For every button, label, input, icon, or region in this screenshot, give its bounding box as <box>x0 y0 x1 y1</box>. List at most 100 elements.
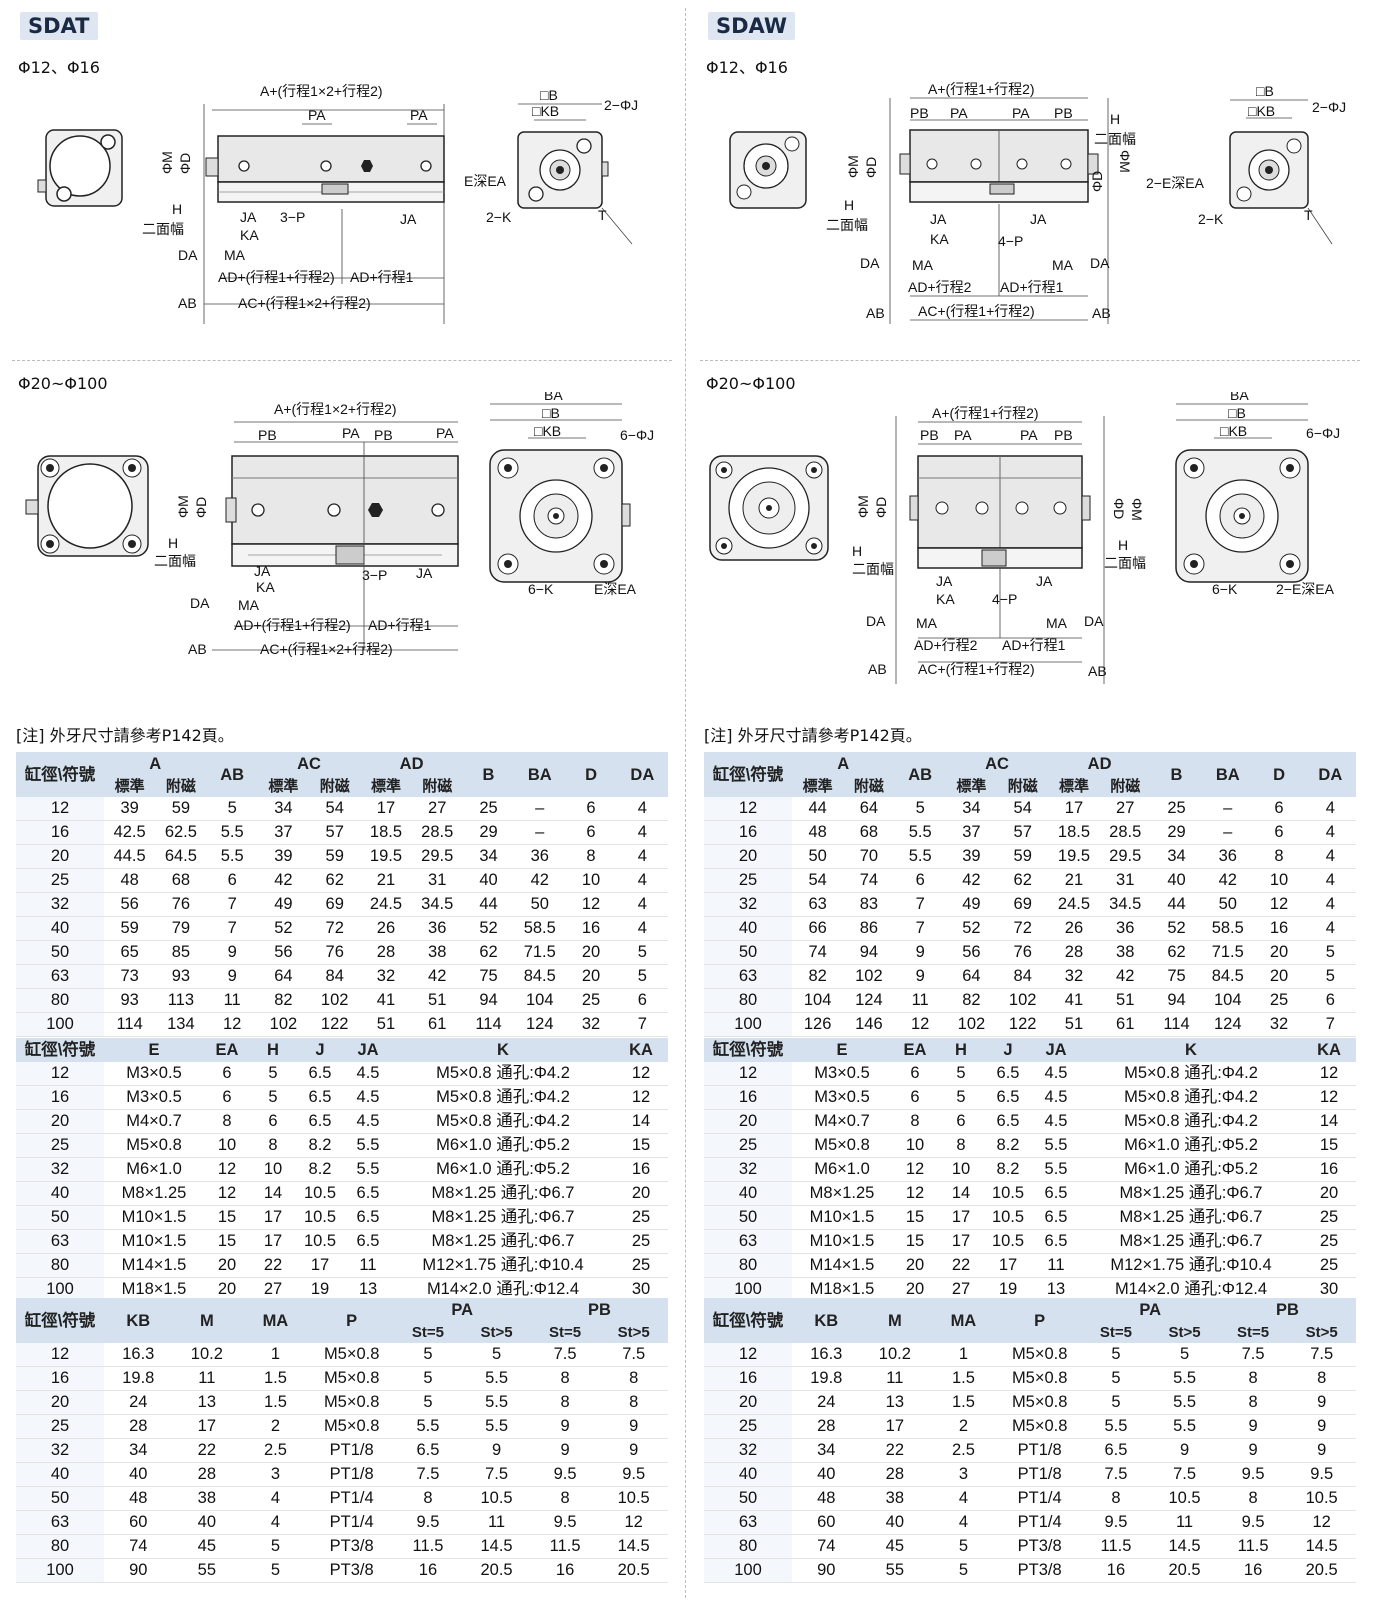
dimension-table-3: 缸徑\符號 KB M MA P PA PB St=5 St>5 St=5 St>… <box>704 1298 1356 1583</box>
value-cell: 12 <box>204 1157 250 1182</box>
value-cell: 52 <box>945 916 998 941</box>
value-cell: 5 <box>1304 940 1356 965</box>
header-d: D <box>1253 752 1305 797</box>
dim-p: 3−P <box>362 567 387 583</box>
value-cell: 29 <box>1150 820 1203 845</box>
value-cell: 1.5 <box>929 1390 998 1415</box>
value-cell: 4 <box>241 1486 310 1511</box>
value-cell: 15 <box>614 1133 668 1158</box>
value-cell: 5 <box>393 1366 463 1391</box>
value-cell: PT1/8 <box>309 1462 394 1487</box>
value-cell: M5×0.8 通孔:Φ4.2 <box>1080 1109 1302 1134</box>
header-ad: AD <box>360 752 463 776</box>
value-cell: 6.5 <box>984 1109 1032 1134</box>
value-cell: 40 <box>462 868 515 893</box>
value-cell: M6×1.0 通孔:Φ5.2 <box>1080 1157 1302 1182</box>
value-cell: 26 <box>360 916 412 941</box>
header-bore: 缸徑\符號 <box>704 1038 792 1062</box>
header-k: K <box>1080 1038 1302 1062</box>
value-cell: 34 <box>257 797 310 821</box>
section-divider <box>12 360 672 361</box>
dim-ab: AB <box>188 641 207 657</box>
value-cell: 2.5 <box>241 1438 310 1463</box>
header-bore: 缸徑\符號 <box>16 1038 104 1062</box>
bore-cell: 16 <box>704 1085 792 1110</box>
sdat-column: SDAT Φ12、Φ16 <box>12 0 682 1604</box>
value-cell: 29.5 <box>411 844 463 869</box>
value-cell: 57 <box>309 820 361 845</box>
value-cell: 5 <box>250 1062 296 1086</box>
value-cell: 64.5 <box>155 844 207 869</box>
value-cell: 6.5 <box>296 1062 344 1086</box>
value-cell: 1 <box>241 1343 310 1367</box>
value-cell: 13 <box>1032 1277 1080 1302</box>
bore-cell: 80 <box>16 1253 104 1278</box>
value-cell: 8 <box>599 1366 668 1391</box>
value-cell: 14 <box>614 1109 668 1134</box>
value-cell: 5.5 <box>1150 1366 1219 1391</box>
dim-ja2: JA <box>400 211 417 227</box>
dim-h: H <box>852 543 862 559</box>
value-cell: 32 <box>360 964 412 989</box>
header-std: 標準 <box>945 776 998 797</box>
dim-ba: BA <box>1230 392 1249 403</box>
value-cell: 8 <box>530 1390 600 1415</box>
value-cell: 6 <box>1253 820 1305 845</box>
value-cell: 4 <box>1304 820 1356 845</box>
value-cell: 94 <box>1150 988 1203 1013</box>
value-cell: 65 <box>104 940 156 965</box>
header-m: M <box>172 1298 242 1343</box>
value-cell: 104 <box>514 988 566 1013</box>
bore-cell: 25 <box>704 1414 792 1439</box>
value-cell: 102 <box>843 964 895 989</box>
value-cell: 14 <box>250 1181 296 1206</box>
value-cell: 6 <box>1304 988 1356 1013</box>
dim-ba: BA <box>544 392 563 403</box>
value-cell: 16 <box>1302 1157 1356 1182</box>
value-cell: 6.5 <box>296 1109 344 1134</box>
value-cell: 42 <box>945 868 998 893</box>
value-cell: 72 <box>997 916 1049 941</box>
header-a: A <box>792 752 895 776</box>
header-ma: MA <box>929 1298 998 1343</box>
bore-cell: 20 <box>16 1109 104 1134</box>
header-bore: 缸徑\符號 <box>704 752 792 797</box>
value-cell: M8×1.25 通孔:Φ6.7 <box>392 1229 614 1254</box>
dim-pa1: PA <box>950 105 968 121</box>
dim-pb2: PB <box>1054 427 1073 443</box>
header-mag: 附磁 <box>997 776 1049 797</box>
value-cell: 6.5 <box>1032 1181 1080 1206</box>
dim-ma: MA <box>912 257 934 273</box>
dim-hface: 二面幅 <box>154 553 196 569</box>
value-cell: 22 <box>938 1253 984 1278</box>
header-k: K <box>392 1038 614 1062</box>
header-m: M <box>860 1298 930 1343</box>
value-cell: 6.5 <box>984 1085 1032 1110</box>
header-j: J <box>296 1038 344 1062</box>
value-cell: M3×0.5 <box>792 1085 892 1110</box>
header-kb: KB <box>792 1298 861 1343</box>
value-cell: 25 <box>1302 1205 1356 1230</box>
value-cell: 36 <box>411 916 463 941</box>
header-std: 標準 <box>792 776 844 797</box>
bore-cell: 12 <box>704 1343 792 1367</box>
value-cell: 12 <box>1302 1085 1356 1110</box>
dim-h2: H <box>1118 537 1128 553</box>
bore-cell: 63 <box>16 1510 104 1535</box>
value-cell: 9 <box>462 1438 531 1463</box>
bore-cell: 40 <box>704 916 792 941</box>
header-da: DA <box>616 752 668 797</box>
value-cell: 20 <box>892 1253 938 1278</box>
value-cell: M14×2.0 通孔:Φ12.4 <box>392 1277 614 1302</box>
value-cell: 74 <box>792 1534 861 1559</box>
dim-ja2: JA <box>1030 211 1047 227</box>
value-cell: 29 <box>462 820 515 845</box>
value-cell: 54 <box>792 868 844 893</box>
